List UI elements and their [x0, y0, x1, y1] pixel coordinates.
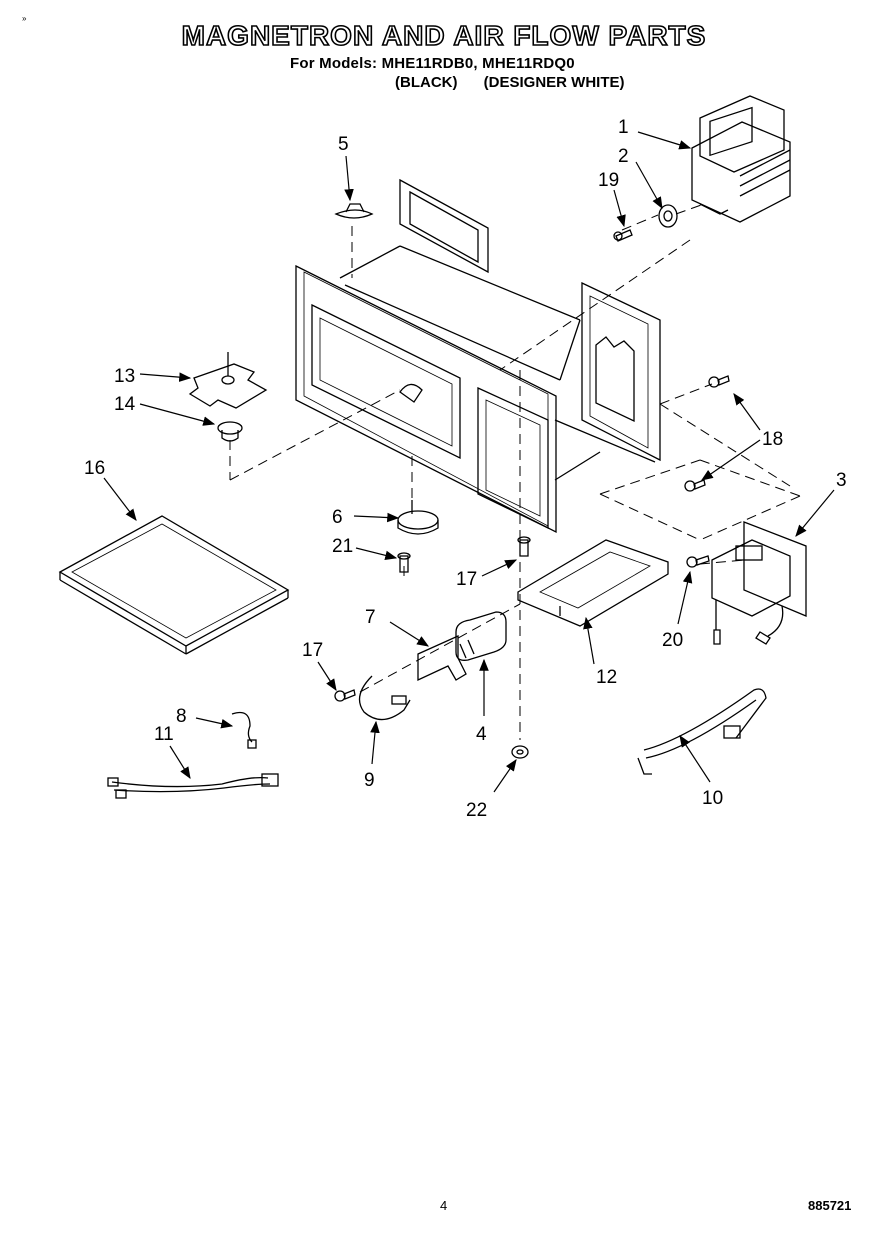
callout-12: 12 — [596, 667, 617, 688]
callout-22: 22 — [466, 800, 487, 821]
callout-16: 16 — [84, 458, 105, 479]
fan-blade — [188, 352, 268, 409]
motor — [397, 500, 439, 535]
wire-8 — [231, 711, 257, 749]
screw-19 — [613, 229, 633, 242]
callout-21: 21 — [332, 536, 353, 557]
transformer — [711, 521, 807, 645]
callout-5: 5 — [338, 134, 349, 155]
callout-1: 1 — [618, 117, 629, 138]
diode-wire — [358, 675, 411, 721]
variant-black: (BLACK) — [395, 74, 458, 91]
callout-2: 2 — [618, 146, 629, 167]
front-frame — [295, 264, 557, 534]
callout-18: 18 — [762, 429, 783, 450]
callout-20: 20 — [662, 630, 683, 651]
cavity-side-panel — [581, 281, 661, 462]
screw-20 — [686, 555, 710, 568]
assembly-lines — [229, 203, 801, 740]
glass-tray — [58, 515, 290, 655]
callout-6: 6 — [332, 507, 343, 528]
cavity-body — [339, 245, 656, 481]
callout-8: 8 — [176, 706, 187, 727]
models-line: For Models: MHE11RDB0, MHE11RDQ0 — [290, 55, 575, 72]
cavity-rear-panel — [399, 178, 489, 274]
air-duct — [517, 539, 669, 627]
wire-harness — [107, 773, 279, 799]
callout-9: 9 — [364, 770, 375, 791]
washer — [511, 745, 529, 759]
screw-18-lower — [684, 479, 706, 492]
wire-harness-10 — [637, 688, 767, 775]
page-title: MAGNETRON AND AIR FLOW PARTS — [181, 19, 707, 52]
callout-3: 3 — [836, 470, 847, 491]
callout-19: 19 — [598, 170, 619, 191]
variant-white: (DESIGNER WHITE) — [483, 74, 625, 91]
screw-17-lower — [334, 689, 356, 702]
callout-4: 4 — [476, 724, 487, 745]
callout-10: 10 — [702, 788, 723, 809]
capacitor-bracket — [417, 634, 467, 682]
page-number: 4 — [440, 1198, 448, 1213]
thermal-cutout — [658, 204, 678, 228]
screw-21 — [397, 552, 411, 573]
scan-mark: » — [22, 14, 27, 23]
callout-numbers: 1 2 19 5 13 14 16 6 21 17 7 4 12 3 18 20… — [84, 117, 847, 821]
callout-13: 13 — [114, 366, 135, 387]
callout-14: 14 — [114, 394, 136, 415]
callout-11: 11 — [154, 724, 174, 745]
leader-arrows — [103, 131, 835, 793]
bushing — [217, 421, 243, 442]
callout-17-lower: 17 — [302, 640, 323, 661]
screw-18-upper — [708, 375, 730, 388]
capacitor — [455, 611, 507, 661]
model-variants: (BLACK) (DESIGNER WHITE) — [395, 74, 647, 91]
callout-17-upper: 17 — [456, 569, 477, 590]
magnetron — [691, 95, 791, 223]
callout-7: 7 — [365, 607, 376, 628]
part-5-grommet — [334, 203, 374, 219]
document-number: 885721 — [808, 1198, 852, 1213]
